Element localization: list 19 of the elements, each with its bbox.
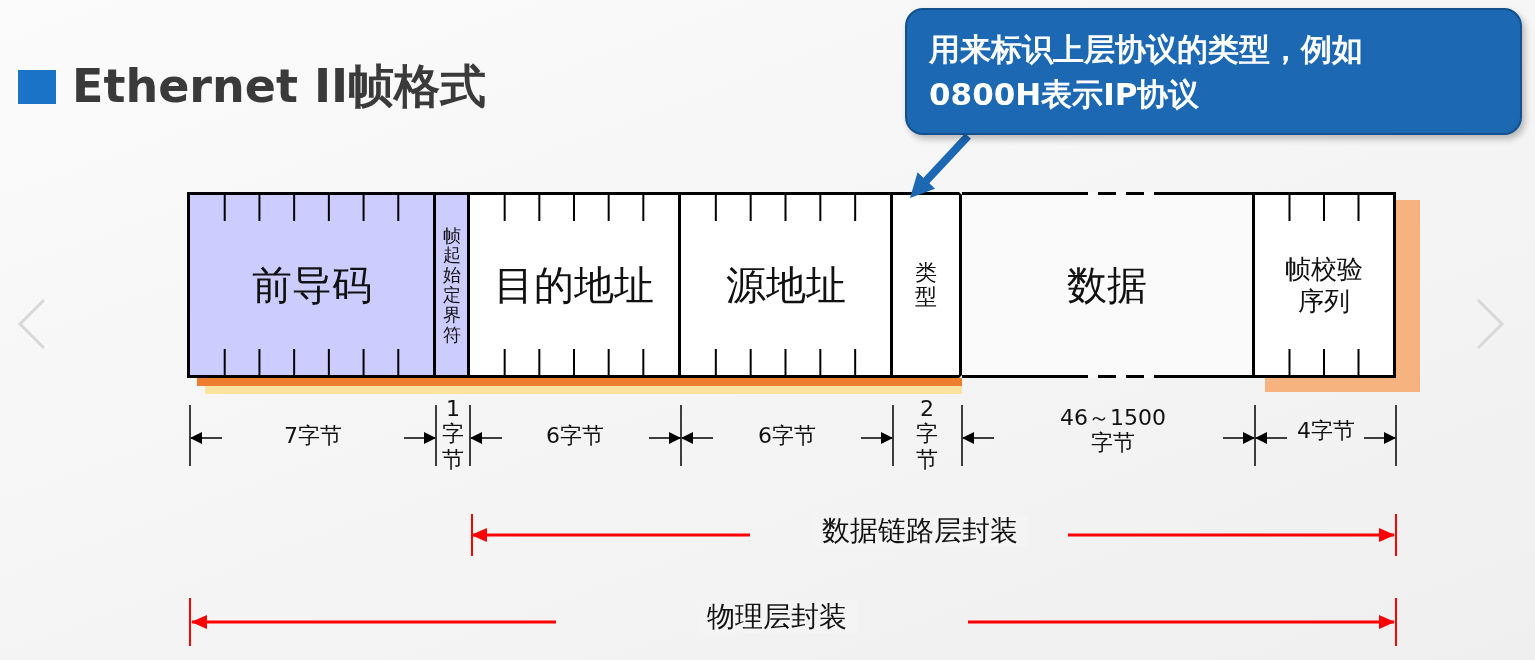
callout-bubble: [905, 8, 1522, 135]
field-name: 源地址: [725, 261, 846, 310]
field-name: 前导码: [251, 261, 372, 310]
byte-length-label: 6字节: [546, 423, 604, 449]
field-name: 类型: [915, 260, 937, 310]
field-name: 帧校验序列: [1284, 252, 1364, 318]
byte-length-label: 2字节: [915, 396, 939, 472]
field-name: 目的地址: [494, 261, 654, 310]
byte-length-label: 6字节: [758, 423, 816, 449]
frame-field: [890, 192, 962, 378]
callout-tail: [910, 133, 971, 199]
field-name: 数据: [1067, 261, 1147, 310]
callout-text: 用来标识上层协议的类型，例如0800H表示IP协议: [929, 29, 1364, 114]
byte-length-label: 7字节: [284, 423, 342, 449]
title: Ethernet II帧格式: [72, 58, 487, 115]
byte-length-label: 46～1500字节: [1059, 405, 1167, 456]
byte-length-label: 4字节: [1297, 418, 1355, 444]
field-name: 帧起始定界符: [442, 225, 461, 345]
byte-length-label: 1字节: [441, 396, 465, 472]
